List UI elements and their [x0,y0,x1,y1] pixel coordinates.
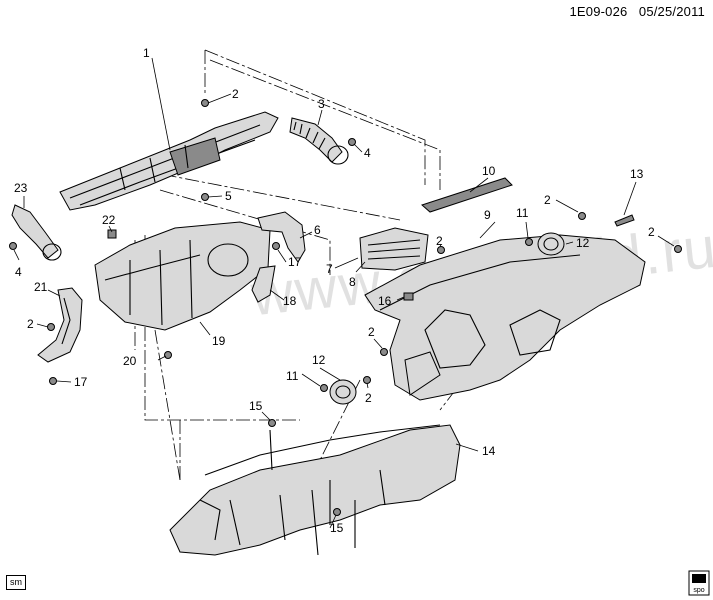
callout-2g: 2 [365,391,372,405]
callout-2a: 2 [232,87,239,101]
part-21-side-duct [37,287,83,363]
part-8-vent [359,227,429,271]
callout-10: 10 [482,164,496,178]
callout-8: 8 [349,275,356,289]
sm-label: sm [6,575,26,590]
callout-2d: 2 [544,193,551,207]
callout-7: 7 [326,262,333,276]
part-13-trim [614,214,635,227]
part-6-duct [257,211,306,263]
callout-5: 5 [225,189,232,203]
spo-label: spo [693,587,704,594]
callout-2b: 2 [27,317,34,331]
part-23-side-duct [11,204,62,261]
callout-13: 13 [630,167,644,181]
callout-6: 6 [314,223,321,237]
part-12-round-vent-upper [537,232,565,256]
callout-17b: 17 [288,255,302,269]
diagram-date: 05/25/2011 [638,4,705,19]
callout-18: 18 [283,294,297,308]
callout-17a: 17 [74,375,88,389]
callout-11b: 11 [286,369,299,383]
diagram-code: 1E09-026 [569,4,628,19]
callout-21: 21 [34,280,48,294]
callout-2e: 2 [648,225,655,239]
fasteners [9,99,682,516]
callout-3: 3 [318,97,325,111]
callout-15a: 15 [249,399,263,413]
callout-labels: 1 2 3 4 5 6 23 22 4 21 2 17 20 19 18 17 … [14,46,655,535]
callout-20: 20 [123,354,137,368]
spo-book-icon: spo [688,570,710,596]
part-12-round-vent-lower [329,379,357,405]
callout-1: 1 [143,46,150,60]
callout-19: 19 [212,334,226,348]
part-10-defroster-grille [421,177,513,213]
part-14-cross-car-beam [169,424,461,556]
callout-14: 14 [482,444,496,458]
callout-11a: 11 [516,206,529,220]
callout-23: 23 [14,181,28,195]
callout-2c: 2 [436,234,443,248]
leader-lines [13,57,675,529]
callout-12a: 12 [576,236,590,250]
callout-2f: 2 [368,325,375,339]
callout-9: 9 [484,208,491,222]
callout-12b: 12 [312,353,326,367]
part-19-hvac-module [94,221,271,331]
callout-4b: 4 [15,265,22,279]
diagram-header: 1E09-026 05/25/2011 [569,4,705,19]
part-18-bracket [251,265,276,303]
callout-16: 16 [378,294,392,308]
part-1-upper-duct [59,111,279,211]
callout-22: 22 [102,213,116,227]
part-3-flex-duct [289,117,349,165]
callout-15b: 15 [330,521,344,535]
callout-4a: 4 [364,146,371,160]
